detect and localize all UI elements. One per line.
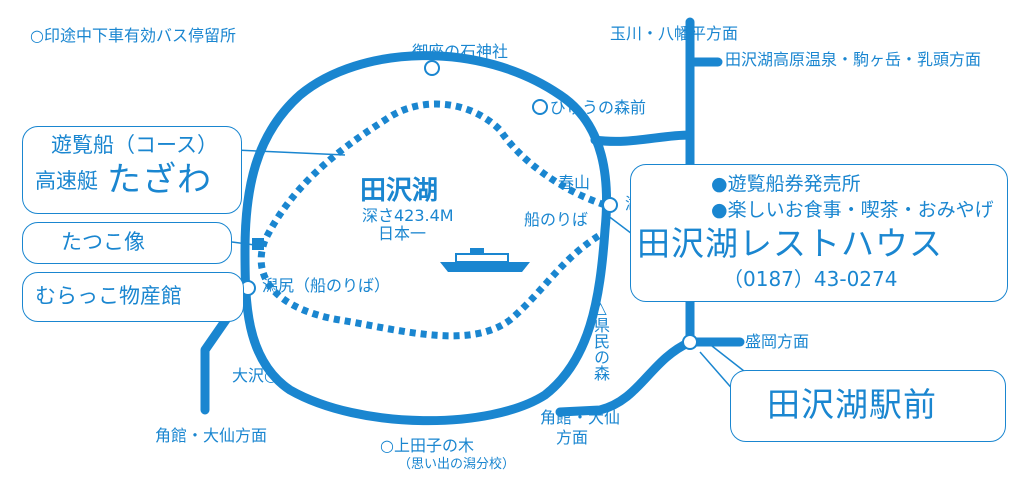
direction-kogen: 田沢湖高原温泉・駒ヶ岳・乳頭方面 [725,50,982,69]
direction-kakunodate-s2: 方面 [556,428,589,447]
kenmin-mori-label: △県民の森 [591,298,610,381]
lake-depth: 深さ423.4M [362,206,454,225]
station-box: 田沢湖駅前 [730,370,1006,442]
stop-kamitagonoki-sub: （思い出の潟分校） [398,457,516,472]
tatsuko-box: たつこ像 [22,222,232,264]
stop-haruyama-label: 春山 [558,173,591,192]
resthouse-box: ●遊覧船券発売所 ●楽しいお食事・喫茶・おみやげ 田沢湖レストハウス （0187… [630,164,1008,302]
stop-gozanoishi-icon [424,60,440,76]
stop-katajiri-label: 潟尻（船のりば） [262,276,391,295]
leader-tatsuko [231,241,256,246]
stop-station-icon [682,334,698,350]
direction-tamagawa: 玉川・八幡平方面 [610,24,739,43]
station-label: 田沢湖駅前 [767,385,937,424]
road-station [555,337,695,417]
cruise-name: たざわ [107,160,212,200]
legend-text: ○印途中下車有効バス停留所 [30,26,236,45]
stop-kamitagonoki-label: ○上田子の木 [380,436,474,455]
stop-pier-east-label: 船のりば [524,210,589,229]
road-kohan-link [590,130,695,146]
direction-morioka: 盛岡方面 [745,332,810,351]
cruise-line1: 遊覧船（コース） [51,133,218,157]
cruise-prefix: 高速艇 [35,169,98,193]
tatsuko-marker-icon [252,238,264,250]
stop-byuunomori-label: びゅうの森前 [550,98,647,117]
cruise-box: 遊覧船（コース） 高速艇 たざわ [22,126,242,214]
resthouse-phone: （0187）43-0274 [723,267,898,291]
stop-kohan-icon [602,197,618,213]
stop-gozanoishi-label: 御座の石神社 [412,42,509,61]
resthouse-name: 田沢湖レストハウス [637,224,943,263]
tatsuko-label: たつこ像 [61,230,145,254]
stop-byuunomori-icon [532,99,548,115]
murakko-label: むらっこ物産館 [35,284,182,308]
cruise-route-line [257,100,607,340]
lake-loop-road [240,51,611,426]
boat-icon [440,248,530,272]
direction-kakunodate-s1: 角館・大仙 [540,408,621,427]
murakko-box: むらっこ物産館 [22,272,244,322]
resthouse-item1: ●遊覧船券発売所 [711,173,861,195]
lake-rank: 日本一 [378,224,427,243]
leader-cruise [234,149,346,156]
stop-osawa-label: 大沢○ [232,366,278,385]
direction-kakunodate-sw: 角館・大仙方面 [155,426,268,445]
resthouse-item2: ●楽しいお食事・喫茶・おみやげ [711,199,994,221]
lake-name: 田沢湖 [360,176,439,206]
